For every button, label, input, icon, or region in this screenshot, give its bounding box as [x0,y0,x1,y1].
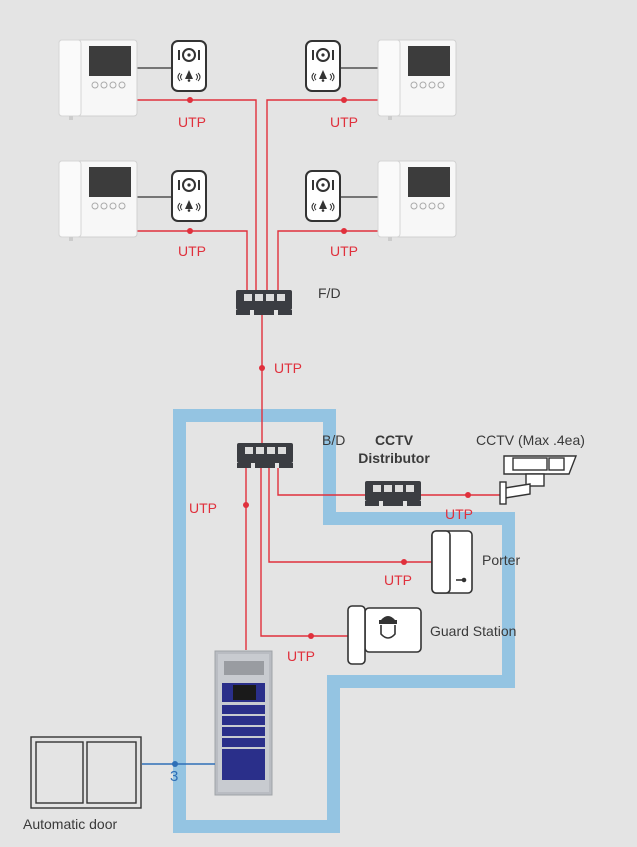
junction-dot [172,761,178,767]
junction-dot [341,97,347,103]
junction-dot [308,633,314,639]
lobby-panel-icon [214,650,273,796]
doorphone-icon [305,40,341,92]
monitor-icon [377,39,457,121]
monitor-icon [58,39,138,121]
junction-dot [465,492,471,498]
cctv-distributor-label-line2: Distributor [358,450,430,466]
utp-label: UTP [330,114,358,130]
cctv-distributor-icon [365,481,421,506]
utp-label: UTP [178,114,206,130]
junction-dot [187,97,193,103]
utp-wire-top-left [137,99,257,292]
guard-station-icon [347,605,422,665]
junction-dot [243,502,249,508]
automatic-door-icon [30,736,142,809]
utp-label: UTP [189,500,217,516]
utp-label: UTP [445,506,473,522]
automatic-door-label: Automatic door [23,816,118,832]
utp-label: UTP [178,243,206,259]
utp-label: UTP [330,243,358,259]
junction-dot [259,365,265,371]
cctv-label: CCTV (Max .4ea) [476,432,585,448]
guard-station-label: Guard Station [430,623,517,639]
porter-label: Porter [482,552,521,568]
utp-wire-bd-porter [268,468,432,563]
building-distributor-icon [237,443,293,468]
floor-distributor-icon [236,290,292,315]
utp-wire-bd-guard [260,468,348,637]
building-distributor-label: B/D [322,432,346,448]
utp-wire-mid-left [137,230,248,292]
junction-dot [341,228,347,234]
cctv-camera-icon [499,455,578,505]
junction-dot [401,559,407,565]
porter-phone-icon [431,530,473,594]
doorphone-icon [305,170,341,222]
doorphone-icon [171,40,207,92]
monitor-icon [58,160,138,242]
cctv-distributor-label-line1: CCTV [374,432,414,448]
doorphone-icon [171,170,207,222]
door-wire-count: 3 [170,768,179,785]
utp-label: UTP [287,648,315,664]
monitor-icon [377,160,457,242]
utp-label: UTP [274,360,302,376]
utp-wire-mid-right [277,230,380,292]
junction-dot [187,228,193,234]
building-zone-outline [173,409,515,833]
utp-label: UTP [384,572,412,588]
cctv-distributor-label: CCTV Distributor [350,431,438,467]
utp-wire-bd-cctvdist [277,468,365,496]
floor-distributor-label: F/D [318,285,341,301]
